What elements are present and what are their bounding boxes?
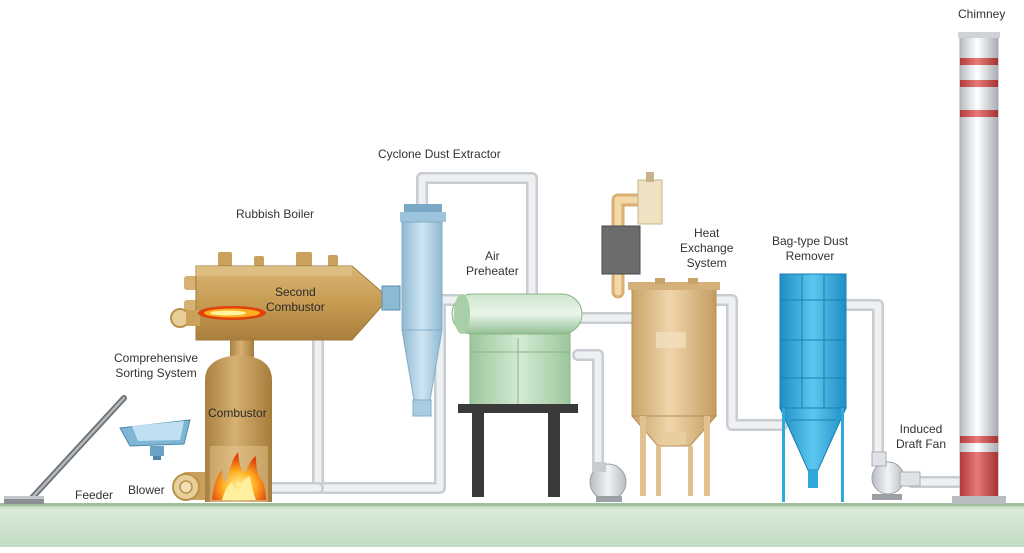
heat-exchange-label-line2: Exchange bbox=[680, 241, 734, 255]
sorting-system-label-line1: Comprehensive bbox=[114, 351, 199, 365]
induced-draft-fan-label-line1: Induced bbox=[899, 422, 943, 436]
pipe-network bbox=[264, 172, 964, 494]
second-combustor-label-line2: Combustor bbox=[266, 300, 325, 314]
ground-slab bbox=[0, 503, 1024, 547]
heat-exchange-system bbox=[601, 172, 720, 496]
induced-draft-fan-label-line2: Draft Fan bbox=[896, 437, 947, 451]
air-preheater-label-line1: Air bbox=[485, 249, 500, 263]
feeder-label: Feeder bbox=[75, 488, 114, 502]
bag-dust-remover-label-line1: Bag-type Dust bbox=[772, 234, 849, 248]
bag-dust-remover-label: Bag-type Dust Remover bbox=[772, 234, 848, 264]
chimney bbox=[952, 32, 1006, 504]
fire-icon bbox=[212, 452, 266, 500]
air-preheater-label: Air Preheater bbox=[466, 249, 519, 279]
heat-exchange-label-line3: System bbox=[686, 256, 727, 270]
rubbish-boiler bbox=[170, 252, 401, 341]
heat-exchange-label-line1: Heat bbox=[694, 226, 720, 240]
cyclone-dust-extractor bbox=[400, 204, 446, 417]
blower bbox=[172, 472, 212, 501]
cyclone-label: Cyclone Dust Extractor bbox=[378, 147, 501, 161]
second-combustor-label: Second Combustor bbox=[266, 285, 325, 315]
burner-flame-icon bbox=[198, 306, 266, 320]
blower-label: Blower bbox=[128, 483, 165, 497]
induced-draft-fan-label: Induced Draft Fan bbox=[896, 422, 946, 452]
air-preheater-label-line2: Preheater bbox=[466, 264, 519, 278]
sorting-system-hopper bbox=[119, 419, 191, 460]
sorting-system-label-line2: Sorting System bbox=[115, 366, 197, 380]
air-preheater bbox=[451, 293, 583, 497]
induced-draft-fan bbox=[871, 451, 921, 500]
bag-type-dust-remover bbox=[779, 273, 847, 502]
bag-dust-remover-label-line2: Remover bbox=[785, 249, 835, 263]
boiler-label: Rubbish Boiler bbox=[236, 207, 315, 221]
sorting-system-label: Comprehensive Sorting System bbox=[114, 351, 198, 381]
heat-exchange-label: Heat Exchange System bbox=[680, 226, 733, 271]
feeder bbox=[4, 395, 127, 504]
combustor-label: Combustor bbox=[208, 406, 267, 420]
second-combustor-label-line1: Second bbox=[274, 285, 316, 299]
chimney-label: Chimney bbox=[958, 7, 1006, 21]
centrifugal-fan bbox=[589, 462, 627, 502]
